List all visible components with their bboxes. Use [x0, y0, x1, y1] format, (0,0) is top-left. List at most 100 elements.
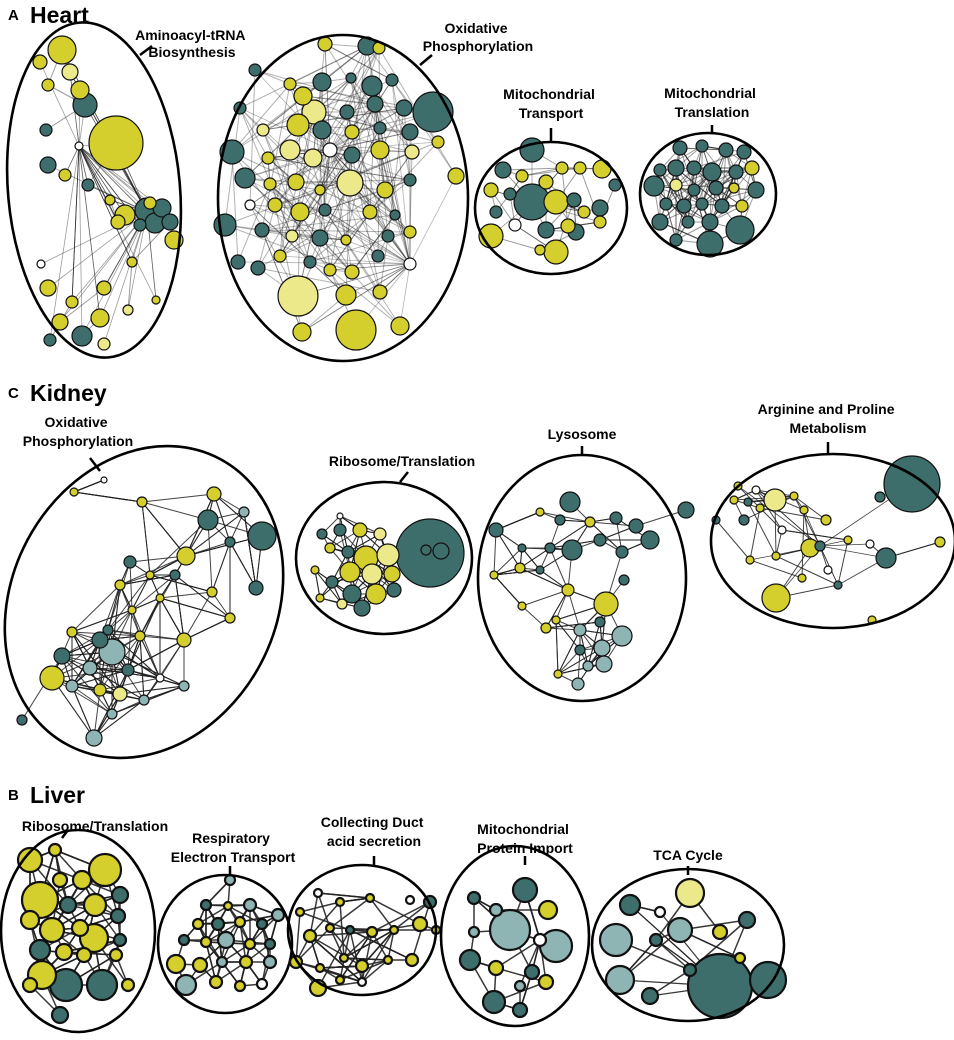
network-node — [381, 229, 395, 243]
network-node — [213, 213, 237, 237]
network-node — [336, 512, 344, 520]
network-node — [488, 908, 532, 952]
network-node — [345, 72, 357, 84]
cluster-nodes — [598, 877, 788, 1020]
network-edge — [319, 189, 331, 271]
network-edge — [78, 145, 151, 204]
network-edge — [309, 935, 363, 967]
network-node — [383, 565, 401, 583]
network-edge — [521, 547, 541, 571]
network-node — [681, 215, 695, 229]
network-edge — [737, 485, 761, 509]
label-leader — [139, 45, 153, 56]
network-node — [523, 963, 541, 981]
network-edge — [131, 597, 161, 611]
network-edge — [324, 43, 381, 129]
network-node — [70, 918, 90, 938]
network-edge — [71, 145, 80, 303]
network-node — [75, 946, 93, 964]
network-node — [666, 916, 694, 944]
network-edge — [297, 149, 331, 297]
network-node — [356, 976, 368, 988]
network-node — [279, 139, 301, 161]
network-node — [555, 161, 569, 175]
network-node — [674, 877, 706, 909]
network-node — [70, 80, 90, 100]
network-node — [481, 989, 507, 1015]
network-edge — [297, 149, 331, 297]
network-node — [270, 907, 286, 923]
network-edge — [502, 167, 563, 171]
network-edge — [244, 177, 321, 191]
network-node — [823, 565, 833, 575]
network-edge — [141, 501, 187, 557]
network-node — [618, 574, 630, 586]
network-edge — [329, 263, 411, 271]
network-node — [508, 218, 522, 232]
network-edge — [319, 151, 413, 191]
network-node — [404, 894, 416, 906]
network-edge — [93, 669, 129, 739]
network-node — [751, 485, 761, 495]
network-edge — [269, 183, 411, 265]
network-edge — [78, 145, 119, 223]
label-leader — [61, 829, 69, 839]
network-node — [82, 892, 108, 918]
network-node — [883, 455, 941, 513]
network-node — [122, 304, 134, 316]
cluster-tca-cycle: TCA Cycle — [590, 847, 788, 1023]
network-node — [224, 612, 236, 624]
network-node — [234, 167, 256, 189]
network-node — [608, 178, 622, 192]
network-node — [112, 932, 128, 948]
network-edge — [174, 574, 231, 619]
network-node — [199, 898, 213, 912]
network-edge — [317, 929, 351, 989]
network-edge — [129, 561, 133, 611]
network-edge — [141, 501, 151, 576]
network-edge — [557, 629, 581, 675]
network-node — [339, 104, 355, 120]
network-edge — [107, 561, 131, 631]
network-edge — [231, 83, 291, 153]
network-node — [303, 148, 323, 168]
network-node — [865, 539, 875, 549]
network-edge — [350, 77, 371, 213]
network-node — [90, 308, 110, 328]
network-edge — [349, 182, 411, 265]
network-edge — [213, 493, 231, 543]
network-node — [222, 900, 234, 912]
network-node — [106, 708, 118, 720]
network-node — [339, 561, 361, 583]
network-node — [206, 486, 222, 502]
network-edge — [350, 77, 413, 153]
cluster-boundary — [5, 21, 183, 359]
network-node — [287, 173, 305, 191]
network-node — [255, 977, 269, 991]
network-edge — [721, 151, 745, 207]
network-node — [365, 925, 379, 939]
network-node — [593, 533, 607, 547]
network-edge — [675, 184, 735, 189]
network-node — [176, 546, 196, 566]
cluster-respiratory-electron-transport: Respiratory Electron Transport — [156, 830, 296, 1015]
network-node — [537, 221, 555, 239]
panel-heart: A Heart Aminoacyl-tRNA Biosynthesis Oxid… — [5, 2, 778, 363]
panel-letter: B — [8, 787, 19, 804]
network-edge — [71, 145, 80, 303]
network-edge — [261, 83, 291, 231]
network-node — [206, 586, 218, 598]
network-node — [114, 579, 126, 591]
network-node — [120, 977, 136, 993]
network-node — [303, 255, 317, 269]
network-node — [38, 916, 66, 944]
network-edge — [675, 189, 695, 241]
network-edge — [279, 189, 386, 257]
network-edge — [159, 597, 185, 641]
network-node — [242, 897, 258, 913]
network-node — [593, 639, 611, 657]
network-node — [263, 177, 277, 191]
network-edge — [107, 629, 161, 679]
network-node — [544, 542, 556, 554]
cluster-label: Ribosome/Translation — [22, 818, 168, 834]
